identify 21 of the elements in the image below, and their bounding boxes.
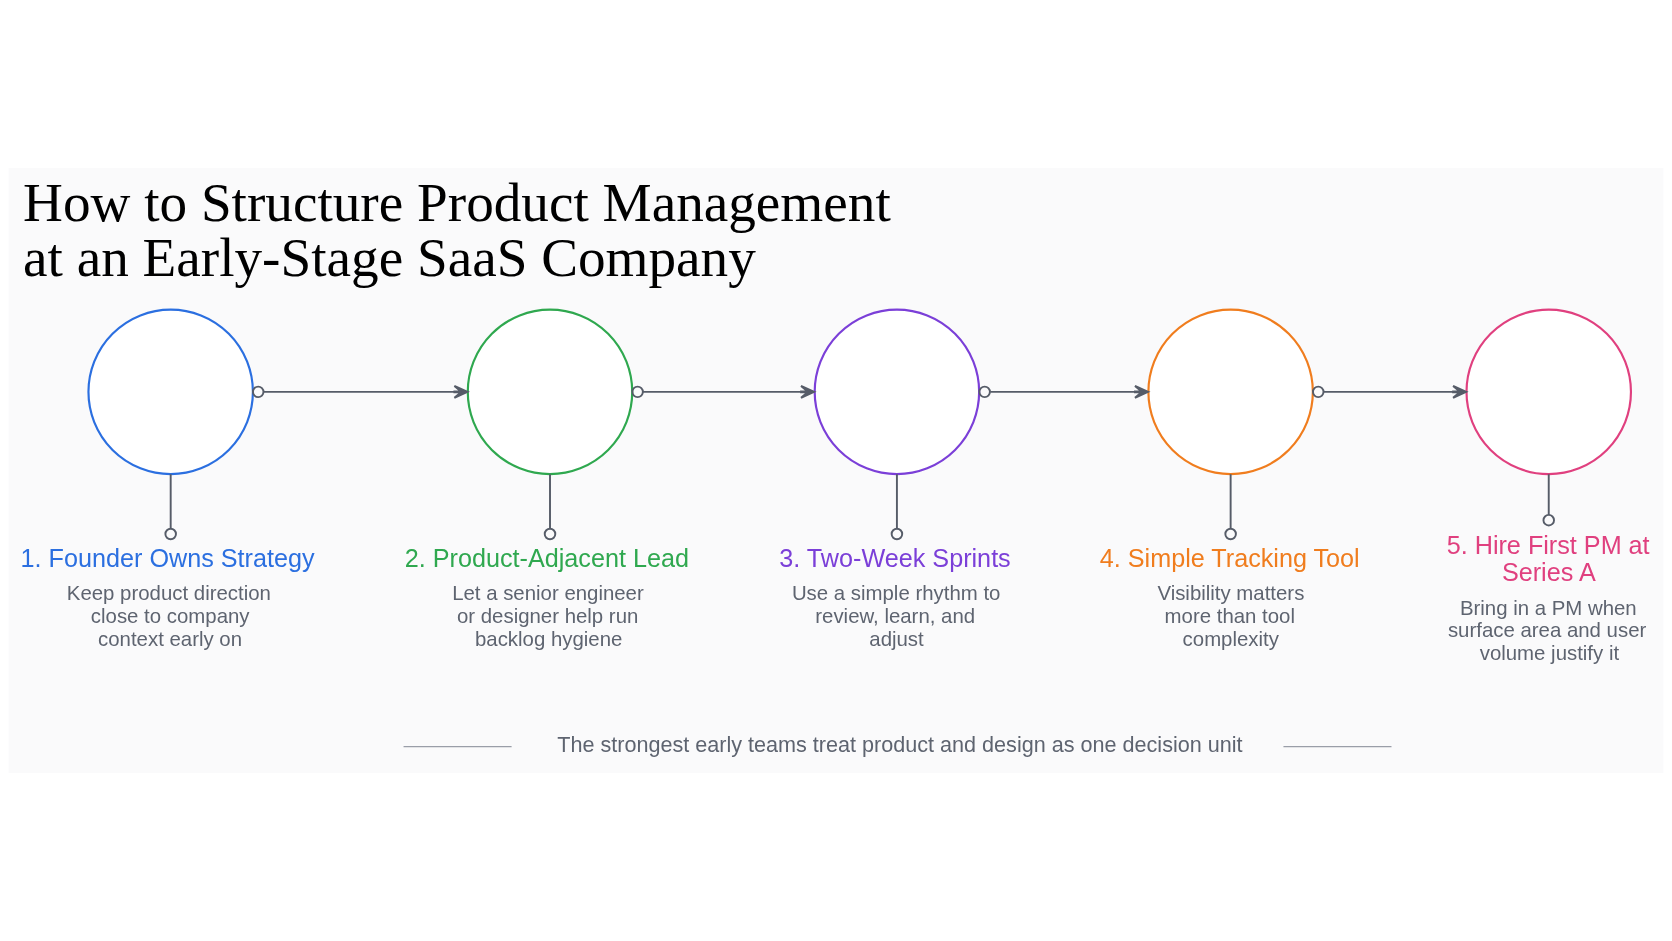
node-circle — [466, 308, 634, 476]
connector — [890, 473, 904, 541]
node-circle — [1147, 308, 1314, 476]
node-circle — [87, 308, 254, 476]
arrow — [631, 384, 816, 399]
node-text: 3. Two-Week Sprints Use a simple rhythm to review, learn, and adjust — [779, 543, 1011, 650]
node-text: 4. Simple Tracking Tool Visibility matters more than tool complexity — [1099, 543, 1360, 650]
node-text: 5. Hire First PM at Series A Bring in a PM when surface area and user volume justify it — [1446, 530, 1650, 665]
connector — [1542, 473, 1555, 527]
connector — [164, 473, 177, 541]
arrow — [978, 384, 1150, 399]
node-circle — [1465, 308, 1633, 476]
connector — [1224, 473, 1237, 541]
arrow — [251, 384, 469, 399]
node-text: 2. Product-Adjacent Lead Let a senior engineer or designer help run backlog hygiene — [404, 543, 690, 650]
diagram-title: How to Structure Product Management at an Early-Stage SaaS Company — [23, 171, 891, 288]
arrow — [1312, 384, 1468, 399]
connector — [543, 473, 557, 541]
node-circle — [813, 308, 981, 476]
label: The strongest early teams treat product and design as one decision unit — [557, 731, 1243, 757]
node-text: 1. Founder Owns Strategy Keep product direction close to company context early on — [20, 543, 315, 650]
